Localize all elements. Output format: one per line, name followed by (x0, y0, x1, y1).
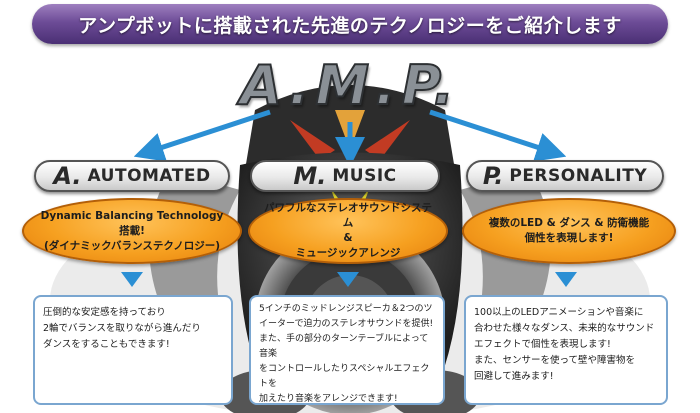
amp-logo: A.M.P. (200, 50, 500, 120)
down-arrow-icon (555, 272, 577, 287)
description-text: 100以上のLEDアニメーションや音楽に 合わせた様々なダンス、未来的なサウンド… (474, 307, 655, 382)
feature-oval-music: パワフルなステレオサウンドシステム & ミュージックアレンジ (248, 198, 448, 264)
category-word: AUTOMATED (87, 166, 211, 186)
feature-oval-personality: 複数のLED & ダンス & 防衛機能 個性を表現します! (462, 198, 676, 264)
category-personality: P. PERSONALITY (466, 160, 664, 192)
down-arrow-icon (337, 272, 359, 287)
logo-text: A.M.P. (239, 53, 460, 118)
category-automated: A. AUTOMATED (34, 160, 230, 192)
feature-text: Dynamic Balancing Technology搭載! (ダイナミックバ… (40, 209, 224, 252)
category-letter: P. (482, 162, 504, 190)
category-word: PERSONALITY (509, 166, 648, 186)
category-word: MUSIC (332, 166, 397, 186)
feature-text: パワフルなステレオサウンドシステム & ミュージックアレンジ (264, 202, 432, 259)
down-arrow-icon (121, 272, 143, 287)
banner-title: アンプボットに搭載された先進のテクノロジーをご紹介します (78, 14, 622, 37)
description-box-music: 5インチのミッドレンジスピーカ＆2つのツ イーターで迫力のステレオサウンドを提供… (249, 295, 445, 405)
category-music: M. MUSIC (250, 160, 440, 192)
header-banner: アンプボットに搭載された先進のテクノロジーをご紹介します (32, 4, 668, 44)
feature-oval-automated: Dynamic Balancing Technology搭載! (ダイナミックバ… (22, 198, 242, 264)
description-text: 圧倒的な安定感を持っており 2輪でバランスを取りながら進んだり ダンスをすること… (43, 307, 201, 350)
description-text: 5インチのミッドレンジスピーカ＆2つのツ イーターで迫力のステレオサウンドを提供… (259, 304, 434, 404)
feature-text: 複数のLED & ダンス & 防衛機能 個性を表現します! (488, 217, 650, 244)
category-letter: M. (293, 162, 327, 190)
description-box-personality: 100以上のLEDアニメーションや音楽に 合わせた様々なダンス、未来的なサウンド… (464, 295, 668, 405)
category-letter: A. (53, 162, 82, 190)
description-box-automated: 圧倒的な安定感を持っており 2輪でバランスを取りながら進んだり ダンスをすること… (33, 295, 233, 405)
